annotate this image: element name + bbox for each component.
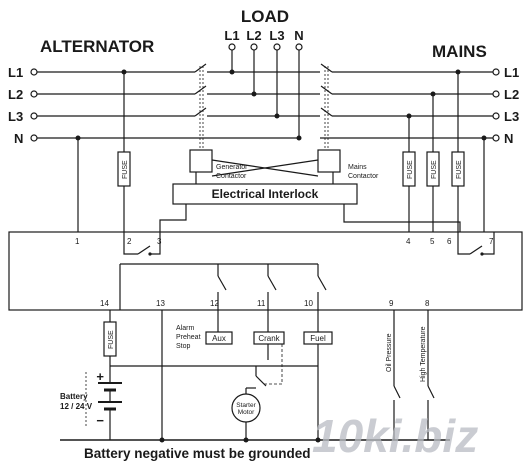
- right-label-l2: L2: [504, 87, 519, 102]
- oil-pressure-label: Oil Pressure: [386, 333, 393, 372]
- controller-box: [8, 231, 523, 311]
- terminal-9: 9: [389, 299, 394, 308]
- gen-coil-wire: [159, 204, 187, 232]
- battery-symbol: [85, 372, 122, 440]
- generator-contactor-label-1: Generator: [216, 164, 248, 171]
- load-terminals: [228, 43, 303, 141]
- terminal-14: 14: [100, 299, 109, 308]
- mains-contactor-switches: [232, 63, 333, 150]
- terminal-5: 5: [430, 237, 435, 246]
- battery-voltage: 12 / 24 V: [60, 402, 93, 411]
- right-label-l3: L3: [504, 109, 519, 124]
- left-label-l2: L2: [8, 87, 23, 102]
- terminal-2: 2: [127, 237, 132, 246]
- fuse-label-3: FUSE: [431, 160, 438, 179]
- preheat-label: Preheat: [176, 334, 201, 341]
- left-label-l3: L3: [8, 109, 23, 124]
- load-phase-l2: L2: [246, 28, 261, 43]
- mains-contactor-label-2: Contactor: [348, 173, 379, 180]
- load-phase-l1: L1: [224, 28, 239, 43]
- left-label-n: N: [14, 131, 23, 146]
- right-label-l1: L1: [504, 65, 519, 80]
- starter-motor-label-2: Motor: [238, 409, 255, 416]
- interlock-wiring: [195, 159, 334, 184]
- battery-label: Battery: [60, 392, 88, 401]
- battery-plus: +: [96, 369, 104, 384]
- terminal-13: 13: [156, 299, 165, 308]
- starter-circuit: [231, 343, 319, 440]
- aux-label: Aux: [212, 334, 226, 343]
- sensor-inputs: [393, 310, 435, 440]
- internal-relays-top: [123, 232, 495, 256]
- terminal-12: 12: [210, 299, 219, 308]
- generator-contactor-switches: [194, 63, 299, 150]
- alternator-bus: [30, 68, 202, 142]
- mains-bus: [320, 68, 500, 142]
- mains-contactor-coil: [317, 149, 341, 173]
- right-label-n: N: [504, 131, 513, 146]
- starter-motor-label-1: Starter: [236, 402, 256, 409]
- mains-title: MAINS: [432, 42, 487, 61]
- fuse-label-4: FUSE: [456, 160, 463, 179]
- load-phase-n: N: [294, 28, 303, 43]
- battery-minus: −: [96, 413, 104, 428]
- mains-contactor-label-1: Mains: [348, 164, 367, 171]
- interlock-label: Electrical Interlock: [212, 187, 319, 201]
- aux-output-box: [205, 331, 233, 345]
- terminal-7: 7: [489, 237, 494, 246]
- fuse-label-2: FUSE: [407, 160, 414, 179]
- terminal-6: 6: [447, 237, 452, 246]
- terminal-1: 1: [75, 237, 80, 246]
- crank-label: Crank: [258, 334, 280, 343]
- terminal-4: 4: [406, 237, 411, 246]
- top-fuses: [77, 72, 485, 232]
- footer-note: Battery negative must be grounded: [84, 446, 311, 461]
- generator-contactor-coil: [189, 149, 213, 173]
- alternator-title: ALTERNATOR: [40, 37, 154, 56]
- internal-output-relays: [119, 263, 327, 310]
- left-label-l1: L1: [8, 65, 23, 80]
- fuel-label: Fuel: [310, 334, 326, 343]
- fuse-label-5: FUSE: [108, 330, 115, 349]
- mains-coil-wire: [343, 204, 461, 232]
- generator-contactor-label-2: Contactor: [216, 173, 247, 180]
- terminal-11: 11: [257, 299, 266, 308]
- stop-label: Stop: [176, 343, 191, 350]
- electrical-interlock-box: [172, 183, 358, 205]
- terminal-10: 10: [304, 299, 313, 308]
- high-temperature-label: High Temperature: [420, 326, 427, 382]
- load-phase-l3: L3: [269, 28, 284, 43]
- crank-output-box: [253, 331, 285, 345]
- watermark-logo: 10ki.biz: [312, 410, 478, 462]
- fuse-label-1: FUSE: [122, 160, 129, 179]
- load-title: LOAD: [241, 7, 289, 26]
- terminal-8: 8: [425, 299, 430, 308]
- alarm-label: Alarm: [176, 325, 194, 332]
